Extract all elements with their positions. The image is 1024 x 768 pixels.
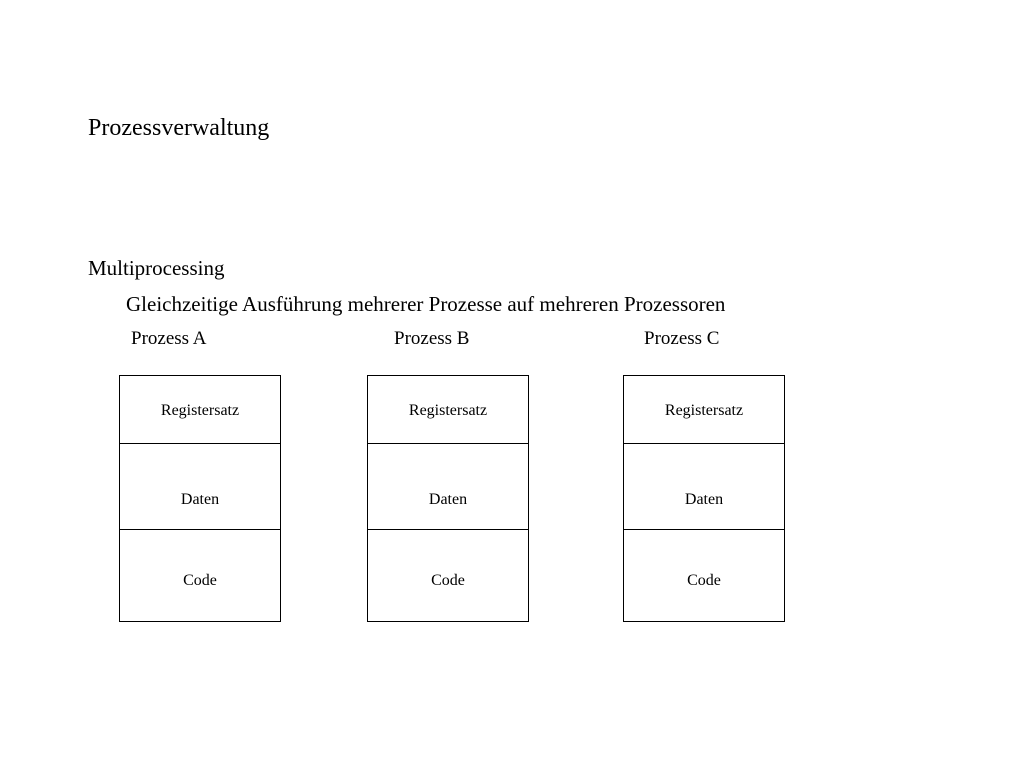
process-c-data: Daten [684, 491, 724, 508]
process-b-code: Code [431, 572, 465, 589]
process-a-code: Code [183, 572, 217, 589]
section-description: Gleichzeitige Ausführung mehrerer Prozes… [126, 292, 726, 316]
process-b-label: Prozess B [394, 328, 470, 349]
process-b-registers: Registersatz [408, 402, 488, 419]
process-c-divider-2 [624, 529, 784, 530]
process-a-data: Daten [180, 491, 220, 508]
process-a-memory-box: Registersatz Daten Code [119, 375, 281, 622]
process-b-data: Daten [428, 491, 468, 508]
process-c-registers: Registersatz [664, 402, 744, 419]
process-a-registers: Registersatz [160, 402, 240, 419]
process-a-divider-2 [120, 529, 280, 530]
section-heading: Multiprocessing [88, 256, 225, 280]
process-c-code: Code [687, 572, 721, 589]
slide-title: Prozessverwaltung [88, 115, 270, 141]
process-a-divider-1 [120, 443, 280, 444]
process-b-divider-2 [368, 529, 528, 530]
process-c-divider-1 [624, 443, 784, 444]
process-c-memory-box: Registersatz Daten Code [623, 375, 785, 622]
process-b-memory-box: Registersatz Daten Code [367, 375, 529, 622]
process-a-label: Prozess A [131, 328, 207, 349]
process-c-label: Prozess C [644, 328, 720, 349]
process-b-divider-1 [368, 443, 528, 444]
